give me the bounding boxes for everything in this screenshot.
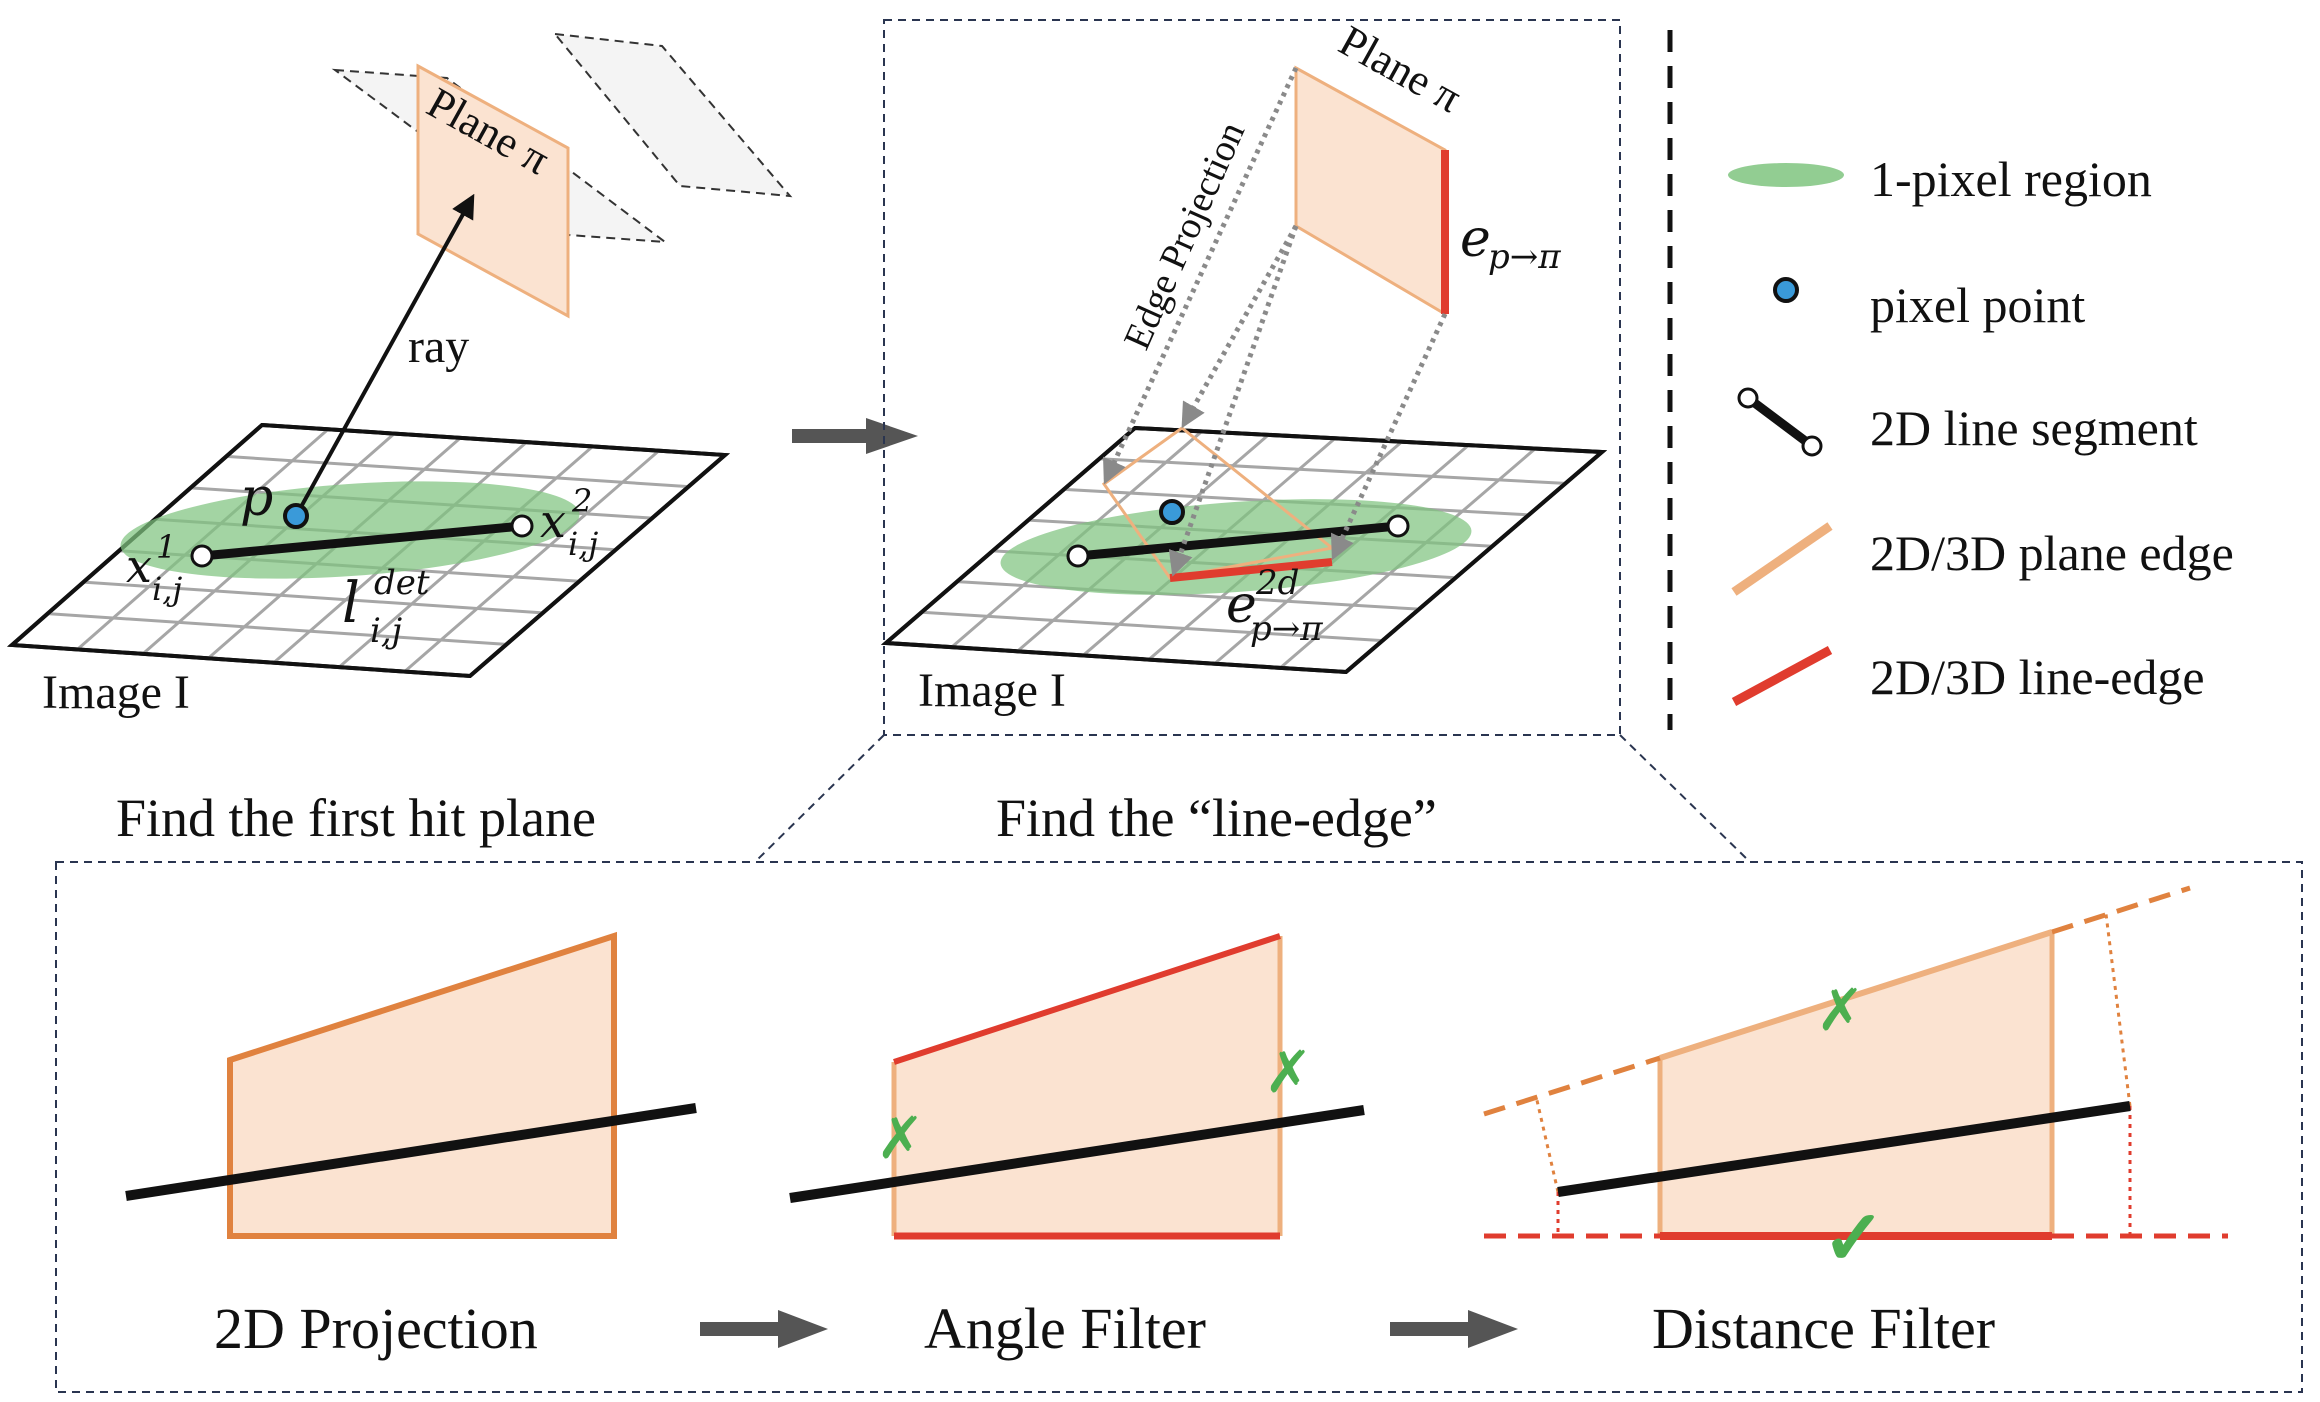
left-line-segment [201,521,523,561]
middle-panel: Plane π e p→π Edge Projection e 2d p [880,16,1621,848]
background-plane-2 [552,32,793,198]
middle-panel-frame [883,19,1621,736]
svg-text:l: l [342,571,360,636]
x1-label: x 1 i,j [126,528,182,608]
middle-caption: Find the “line-edge” [996,788,1437,848]
svg-text:1: 1 [156,528,176,566]
projection-arrows [1103,66,1448,577]
plane-edge-icon [1731,522,1833,596]
line-segment-icon [1745,394,1815,450]
legend-label-2: pixel point [1870,277,2085,333]
e2d-label: e 2d p→π [1226,563,1323,649]
panel-arrow [792,418,918,454]
svg-text:p→π: p→π [1250,609,1323,649]
bottom-panel-frame [55,861,2303,1393]
left-panel: Plane π ray p x 1 i,j x 2 i,j l det i [7,32,793,848]
step-arrow-2 [1390,1310,1518,1348]
legend-label-1: 1-pixel region [1870,151,2152,207]
bottom-panel: ✗ ✗ ✗ ✓ [55,861,2303,1393]
left-pixel-point [283,503,309,529]
grid-line [83,580,543,615]
svg-text:i,j: i,j [370,611,403,651]
pixel-point-icon [1773,277,1799,303]
middle-endpoint-1 [1066,544,1090,568]
step-label-2: Angle Filter [924,1296,1206,1361]
svg-text:x: x [540,494,566,548]
svg-text:2: 2 [571,482,592,520]
ray-label: ray [408,320,469,373]
ray-arrow [294,193,475,517]
middle-pixel-point [1159,499,1185,525]
l-det-label: l det i,j [342,563,430,651]
reject-mark-right: ✗ [1264,1040,1313,1105]
svg-text:2d: 2d [1255,563,1299,603]
legend-label-4: 2D/3D plane edge [1870,525,2234,581]
grid-line [403,449,660,673]
left-endpoint-1 [190,544,214,568]
accept-mark: ✓ [1822,1197,1886,1281]
svg-text:e: e [1226,575,1257,635]
left-image-label: Image I [42,666,190,719]
middle-endpoint-2 [1386,514,1410,538]
svg-text:i,j: i,j [152,570,182,608]
reject-mark-top: ✗ [1816,978,1865,1043]
svg-text:x: x [126,539,152,593]
svg-text:e: e [1460,209,1491,269]
svg-text:det: det [374,563,430,603]
edge-projection-label: Edge Projection [1116,116,1254,356]
middle-image-label: Image I [918,664,1066,717]
step-label-1: 2D Projection [214,1296,538,1361]
middle-pixel-region [1000,499,1472,595]
grid-line [226,454,689,489]
svg-text:p→π: p→π [1488,237,1561,277]
left-endpoint-2 [510,514,534,538]
step-distance-filter: ✗ ✓ [1483,885,2228,1281]
green-region-icon [1728,163,1844,187]
grid-line [1099,457,1566,485]
x2-label: x 2 i,j [540,482,598,563]
step-2d-projection [125,931,697,1239]
grid-line [957,580,1420,611]
grid-line [47,612,507,646]
hit-plane [416,63,570,319]
e3d-label: e p→π [1460,209,1561,277]
middle-line-segment [1077,521,1399,561]
step-label-3: Distance Filter [1652,1296,1995,1361]
line-edge-2d [1169,558,1333,582]
step-arrow-1 [700,1310,828,1348]
step-angle-filter: ✗ ✗ [789,933,1365,1240]
svg-text:i,j: i,j [568,525,598,563]
legend-label-3: 2D line segment [1870,400,2198,456]
reject-mark-left: ✗ [876,1106,925,1171]
left-caption: Find the first hit plane [116,788,596,848]
legend: 1-pixel region pixel point 2D line segme… [1667,30,2234,730]
zoom-connectors [754,734,1751,863]
grid-line [921,610,1383,643]
legend-label-5: 2D/3D line-edge [1870,649,2205,705]
p-label: p [240,468,273,528]
line-edge-icon [1731,646,1833,706]
